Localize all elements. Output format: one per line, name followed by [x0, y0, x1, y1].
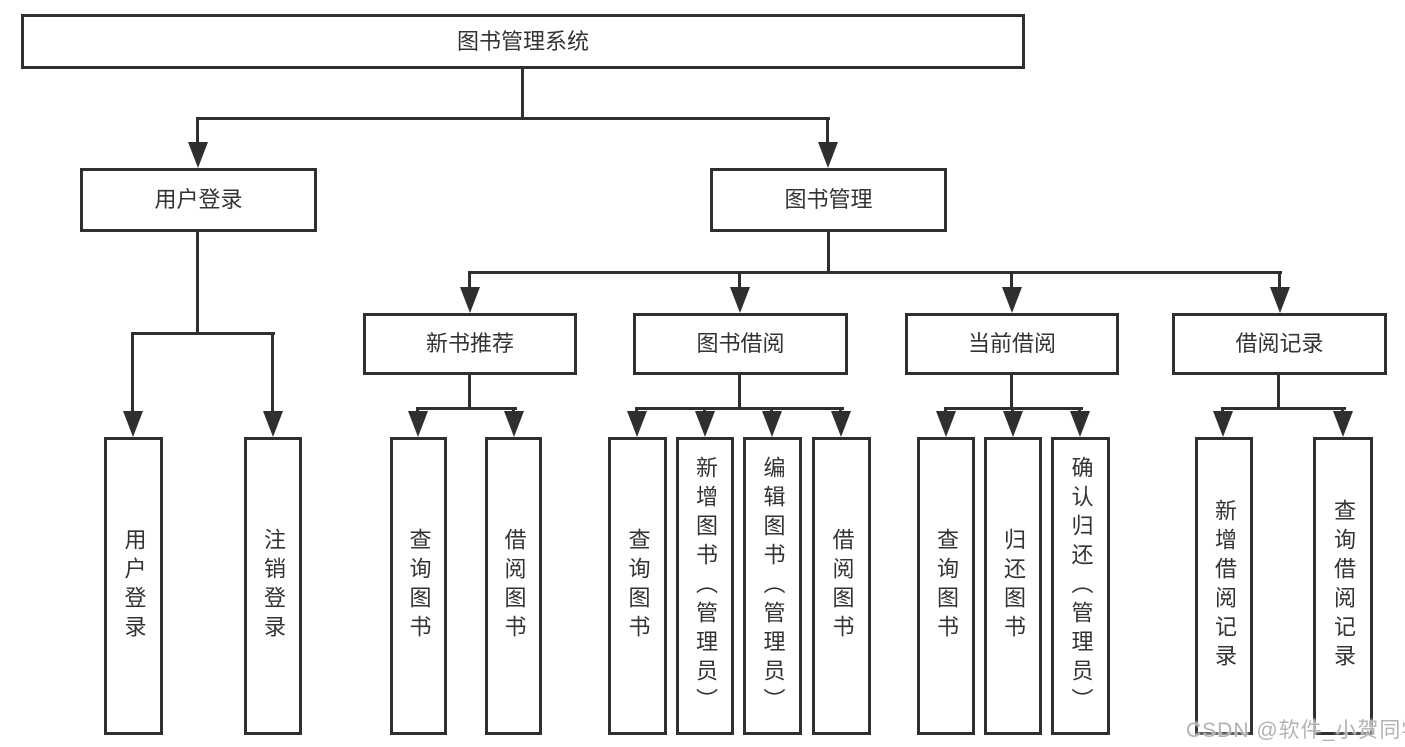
connector-line — [1277, 375, 1280, 409]
node-label: 当前借阅 — [967, 331, 1056, 356]
connector-line — [131, 332, 134, 413]
leaf-label: 注销登录 — [261, 528, 286, 644]
connector-line — [271, 332, 274, 413]
connector-line — [1078, 407, 1081, 414]
connector-line — [196, 232, 199, 334]
connector-line — [827, 232, 830, 273]
connector-line — [738, 271, 741, 289]
arrow-down-icon — [1070, 411, 1090, 437]
leaf-query-books-recommend: 查询图书 — [390, 437, 447, 735]
leaf-label: 新增图书（管理员） — [693, 455, 718, 717]
leaf-query-books-current: 查询图书 — [917, 437, 975, 735]
node-current-borrow: 当前借阅 — [905, 313, 1119, 375]
node-label: 图书管理 — [784, 187, 873, 212]
leaf-borrow-books-recommend: 借阅图书 — [485, 437, 542, 735]
connector-line — [826, 117, 829, 144]
connector-line — [635, 407, 844, 410]
connector-line — [1010, 271, 1013, 289]
connector-line — [416, 407, 517, 410]
connector-line — [196, 117, 199, 144]
connector-line — [770, 407, 773, 414]
arrow-down-icon — [1333, 411, 1353, 437]
leaf-label: 新增借阅记录 — [1212, 499, 1237, 673]
leaf-label: 借阅图书 — [501, 528, 527, 644]
arrow-down-icon — [504, 411, 524, 437]
connector-line — [196, 117, 830, 120]
arrow-down-icon — [263, 411, 283, 437]
connector-line — [468, 271, 471, 289]
connector-line — [468, 375, 471, 409]
node-label: 图书管理系统 — [456, 28, 589, 54]
arrow-down-icon — [730, 287, 750, 313]
leaf-label: 归还图书 — [1001, 528, 1026, 644]
connector-line — [512, 407, 515, 414]
arrow-down-icon — [818, 142, 838, 168]
connector-line — [1221, 407, 1346, 410]
leaf-logout: 注销登录 — [244, 437, 302, 735]
leaf-label: 查询图书 — [625, 528, 651, 644]
node-book-borrow: 图书借阅 — [633, 313, 848, 375]
connector-line — [703, 407, 706, 414]
connector-line — [468, 271, 1282, 274]
connector-line — [1341, 407, 1344, 414]
connector-line — [1011, 407, 1014, 414]
leaf-add-book-admin: 新增图书（管理员） — [676, 437, 734, 735]
arrow-down-icon — [1003, 411, 1023, 437]
node-label: 图书借阅 — [696, 331, 785, 356]
arrow-down-icon — [460, 287, 480, 313]
arrow-down-icon — [936, 411, 956, 437]
connector-line — [839, 407, 842, 414]
connector-line — [738, 375, 741, 409]
node-borrow-records: 借阅记录 — [1172, 313, 1387, 375]
connector-line — [1221, 407, 1224, 414]
connector-line — [416, 407, 419, 414]
connector-line — [1010, 375, 1013, 409]
leaf-label: 借阅图书 — [829, 528, 855, 644]
leaf-add-borrow-record: 新增借阅记录 — [1195, 437, 1253, 735]
node-library-system: 图书管理系统 — [21, 14, 1025, 69]
arrow-down-icon — [123, 411, 143, 437]
connector-line — [1278, 271, 1281, 289]
leaf-label: 用户登录 — [121, 528, 147, 644]
leaf-edit-book-admin: 编辑图书（管理员） — [743, 437, 802, 735]
csdn-watermark: CSDN @软件_小贺同学 — [1186, 719, 1405, 742]
leaf-query-borrow-record: 查询借阅记录 — [1313, 437, 1373, 735]
connector-line — [944, 407, 947, 414]
arrow-down-icon — [1213, 411, 1233, 437]
arrow-down-icon — [188, 142, 208, 168]
node-label: 新书推荐 — [425, 331, 514, 356]
leaf-label: 编辑图书（管理员） — [760, 455, 786, 717]
leaf-borrow-books-borrow: 借阅图书 — [812, 437, 871, 735]
node-label: 用户登录 — [154, 187, 243, 212]
leaf-confirm-return-admin: 确认归还（管理员） — [1051, 437, 1110, 735]
arrow-down-icon — [1002, 287, 1022, 313]
leaf-label: 查询借阅记录 — [1331, 499, 1356, 673]
leaf-return-books: 归还图书 — [984, 437, 1042, 735]
arrow-down-icon — [408, 411, 428, 437]
arrow-down-icon — [1270, 287, 1290, 313]
leaf-user-login: 用户登录 — [104, 437, 163, 735]
connector-line — [521, 69, 524, 119]
node-new-book-recommend: 新书推荐 — [363, 313, 577, 375]
leaf-label: 查询图书 — [934, 528, 959, 644]
arrow-down-icon — [627, 411, 647, 437]
arrow-down-icon — [831, 411, 851, 437]
leaf-label: 查询图书 — [406, 528, 432, 644]
node-book-management: 图书管理 — [710, 168, 947, 232]
arrow-down-icon — [762, 411, 782, 437]
connector-line — [635, 407, 638, 414]
arrow-down-icon — [695, 411, 715, 437]
node-label: 借阅记录 — [1235, 331, 1324, 356]
leaf-query-books-borrow: 查询图书 — [608, 437, 667, 735]
leaf-label: 确认归还（管理员） — [1068, 455, 1094, 717]
connector-line — [131, 332, 275, 335]
node-user-login: 用户登录 — [80, 168, 317, 232]
